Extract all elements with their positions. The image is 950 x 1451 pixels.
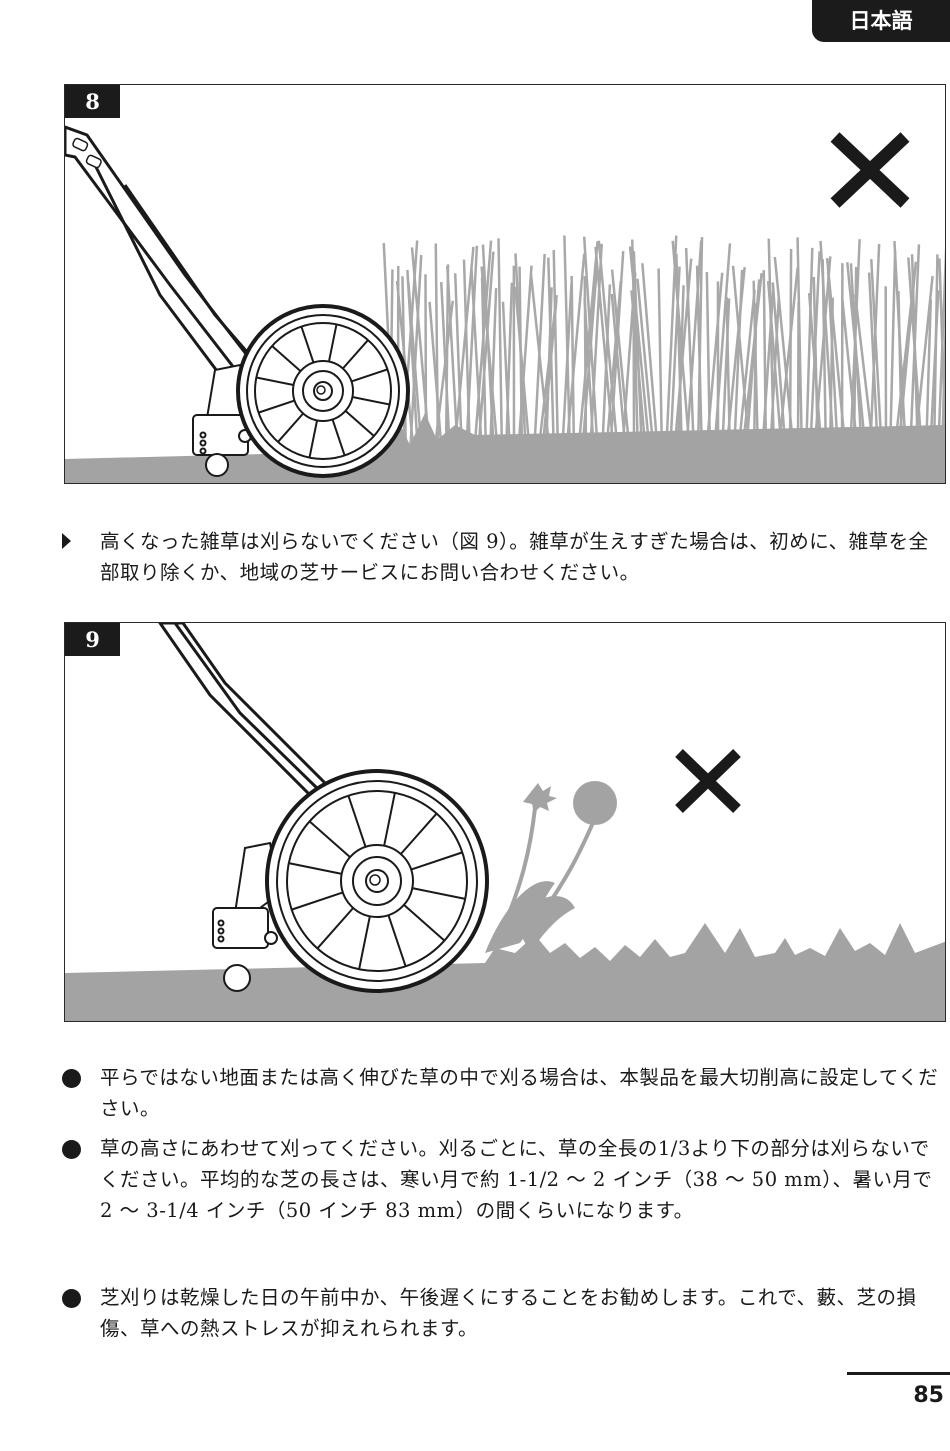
round-bullet-icon — [62, 1069, 81, 1088]
figure-number: 8 — [65, 85, 120, 118]
round-bullet-icon — [62, 1140, 81, 1159]
mower-tall-grass-illustration — [65, 125, 945, 483]
grass-height-paragraph: 草の高さにあわせて刈ってください。刈るごとに、草の全長の1/3より下の部分は刈ら… — [100, 1137, 933, 1222]
footer-rule — [847, 1372, 950, 1375]
mow-time-paragraph: 芝刈りは乾燥した日の午前中か、午後遅くにすることをお勧めします。これで、藪、芝の… — [100, 1286, 917, 1340]
mower-weeds-illustration — [65, 623, 945, 1021]
language-tab: 日本語 — [812, 0, 950, 42]
x-icon — [675, 749, 741, 813]
figure-number: 9 — [65, 623, 120, 656]
uneven-ground-paragraph: 平らではない地面または高く伸びた草の中で刈る場合は、本製品を最大切削高に設定して… — [100, 1066, 939, 1120]
x-icon — [830, 132, 910, 208]
figure-9: 9 — [64, 622, 946, 1022]
page-number: 85 — [913, 1383, 944, 1408]
round-bullet-icon — [62, 1289, 81, 1308]
tall-weeds-paragraph: 高くなった雑草は刈らないでください（図 9）。雑草が生えすぎた場合は、初めに、雑… — [100, 530, 929, 584]
triangle-bullet-icon — [62, 533, 71, 549]
figure-8: 8 — [64, 84, 946, 484]
